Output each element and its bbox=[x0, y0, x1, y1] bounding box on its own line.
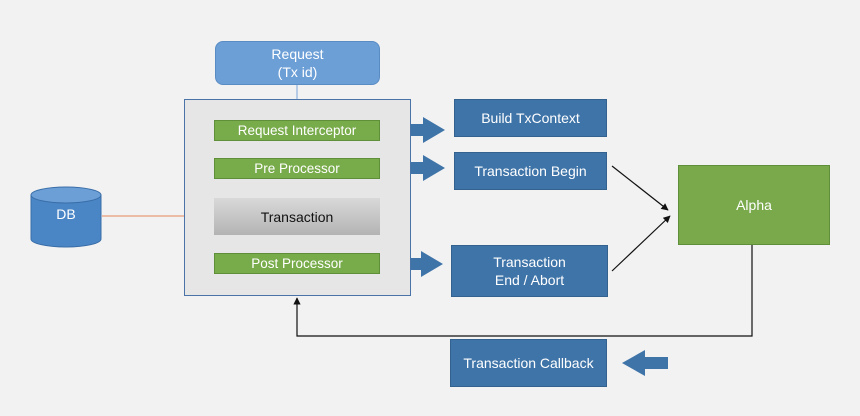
post-processor-block-arrow bbox=[398, 251, 443, 277]
begin-to-alpha-connector bbox=[611, 165, 669, 211]
request-box: Request (Tx id) bbox=[215, 41, 380, 85]
end-to-alpha-connector bbox=[611, 215, 671, 272]
pre-processor-box: Pre Processor bbox=[214, 158, 380, 179]
build-txcontext-box: Build TxContext bbox=[454, 99, 607, 137]
db-label: DB bbox=[56, 206, 76, 222]
callback-return-connector bbox=[293, 245, 753, 337]
post-processor-box: Post Processor bbox=[214, 253, 380, 274]
database-icon bbox=[30, 186, 102, 248]
alpha-box: Alpha bbox=[678, 165, 830, 245]
pre-processor-block-arrow bbox=[400, 155, 445, 181]
transaction-end-abort-box: Transaction End / Abort bbox=[451, 245, 608, 297]
transaction-begin-box: Transaction Begin bbox=[454, 152, 607, 190]
request-interceptor-box: Request Interceptor bbox=[214, 120, 380, 141]
transaction-box: Transaction bbox=[214, 198, 380, 235]
interceptor-block-arrow bbox=[400, 117, 445, 143]
transaction-callback-box: Transaction Callback bbox=[450, 339, 607, 387]
callback-block-arrow bbox=[622, 350, 668, 376]
